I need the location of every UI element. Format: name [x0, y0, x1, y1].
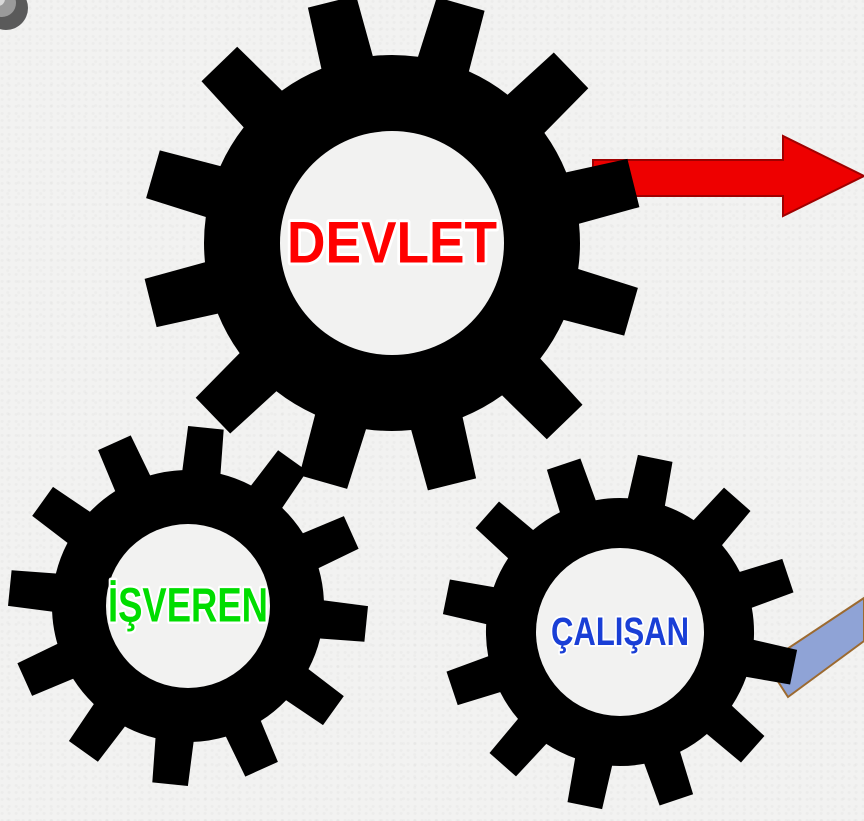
gear-devlet: DEVLET [145, 0, 640, 490]
gear-calisan-label: ÇALIŞAN [551, 610, 689, 654]
pushpin-icon [0, 0, 28, 30]
gear-isveren: İŞVEREN [8, 426, 368, 786]
gear-isveren-label: İŞVEREN [108, 580, 268, 633]
gear-devlet-label: DEVLET [287, 211, 497, 276]
gear-calisan: ÇALIŞAN [443, 455, 797, 809]
